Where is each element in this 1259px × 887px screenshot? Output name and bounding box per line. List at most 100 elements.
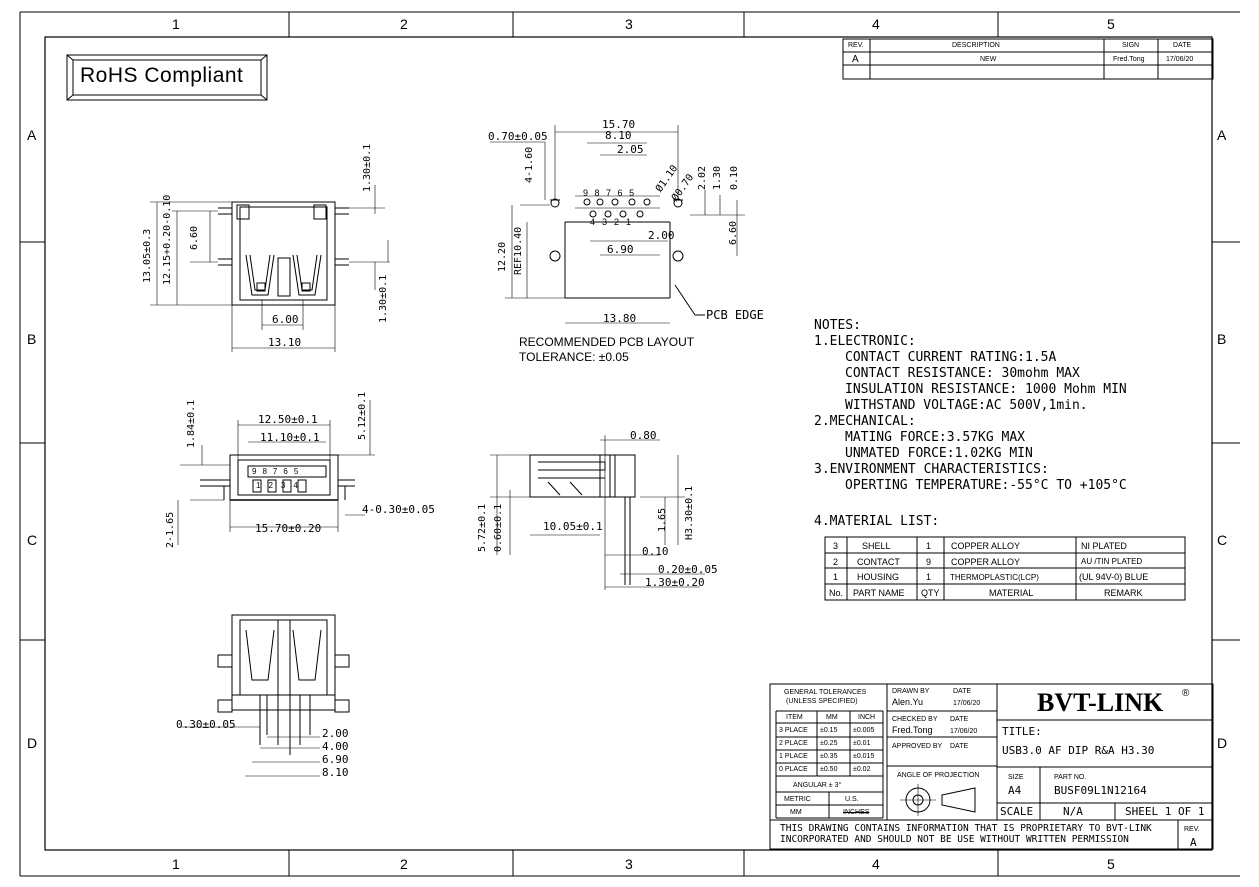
tol-cell: ±0.25	[820, 740, 838, 747]
dim-label: 0.10	[642, 545, 669, 558]
dim-label: 6.90	[322, 753, 349, 766]
scale-value: N/A	[1063, 805, 1083, 818]
dim-label: 12.20	[497, 241, 508, 272]
notes-heading: 2.MECHANICAL:	[814, 414, 916, 429]
rev-value: A	[1190, 836, 1197, 849]
drawn-by-label: DRAWN BY	[892, 688, 930, 695]
dim-label: 13.80	[603, 312, 637, 325]
side-view-drawing	[490, 435, 705, 590]
rev-label: REV.	[1184, 826, 1200, 833]
pin-number: 9	[583, 188, 595, 198]
approved-date-label: DATE	[950, 743, 969, 750]
dim-label: 10.05±0.1	[543, 520, 603, 533]
rev-header-description: DESCRIPTION	[952, 42, 1000, 49]
pin-number: 5	[293, 467, 305, 476]
zone-column-1: 1	[172, 16, 180, 32]
pcb-layout-drawing	[490, 125, 745, 324]
pin-number: 7	[606, 188, 618, 198]
zone-row-a: A	[27, 127, 37, 143]
dim-label: 2.00	[648, 229, 675, 242]
checked-date-label: DATE	[950, 716, 969, 723]
notes-line: OPERTING TEMPERATURE:-55°C TO +105°C	[845, 478, 1127, 493]
material-cell: COPPER ALLOY	[951, 541, 1021, 551]
pcb-pin-numbers-lower: 4321	[590, 218, 638, 227]
top-view-drawing	[150, 185, 390, 352]
notes-heading: 3.ENVIRONMENT CHARACTERISTICS:	[814, 462, 1049, 477]
dim-label: 6.90	[607, 243, 634, 256]
tol-cell: ±0.50	[820, 766, 838, 773]
pin-number: 3	[602, 217, 615, 227]
rev-row-rev: A	[852, 54, 859, 65]
pin-number: 1	[626, 217, 639, 227]
part-no-value: BUSF09L1N12164	[1054, 784, 1147, 797]
tol-mm: MM	[790, 809, 802, 816]
dim-label: 13.10	[268, 336, 302, 349]
checked-date-value: 17/06/20	[950, 728, 978, 735]
material-list-title: 4.MATERIAL LIST:	[814, 514, 940, 529]
rev-header-date: DATE	[1173, 42, 1192, 49]
rev-row-description: NEW	[980, 56, 997, 63]
tol-us: U.S.	[845, 796, 859, 803]
zone-row-d-right: D	[1217, 735, 1228, 751]
tol-header: GENERAL TOLERANCES	[784, 689, 867, 696]
tol-metric: METRIC	[784, 796, 811, 803]
brand-logo: BVT-LINK	[1037, 688, 1164, 717]
rev-header-sign: SIGN	[1122, 42, 1140, 49]
drawn-date-label: DATE	[953, 688, 972, 695]
dim-label: 2.02	[697, 165, 708, 190]
title-block-grid	[769, 683, 1214, 850]
material-cell: 9	[926, 557, 932, 567]
material-cell: SHELL	[862, 541, 891, 551]
material-cell: COPPER ALLOY	[951, 557, 1021, 567]
material-header: QTY	[921, 588, 940, 598]
approved-by-label: APPROVED BY	[892, 743, 943, 750]
material-cell: NI PLATED	[1081, 541, 1127, 551]
dim-label: 15.70±0.20	[255, 522, 322, 535]
pin-number: 9	[252, 467, 263, 476]
zone-row-c-right: C	[1217, 532, 1228, 548]
pin-number: 1	[256, 481, 269, 490]
zone-row-c: C	[27, 532, 38, 548]
pin-number: 5	[629, 188, 641, 198]
material-cell: CONTACT	[857, 557, 900, 567]
zone-column-1-bottom: 1	[172, 856, 180, 872]
zone-row-a-right: A	[1217, 127, 1227, 143]
sheet-label: SHEEL 1 OF 1	[1125, 805, 1205, 818]
rev-header-rev: REV.	[848, 42, 864, 49]
dim-label: 12.50±0.1	[258, 413, 318, 426]
checked-by-label: CHECKED BY	[892, 716, 938, 723]
dim-label: 12.15+0.20-0.10	[162, 194, 173, 285]
rev-row-date: 17/06/20	[1166, 56, 1194, 63]
dim-label: 2.05	[617, 143, 644, 156]
material-cell: (UL 94V-0) BLUE	[1079, 572, 1149, 582]
zone-column-4: 4	[872, 16, 880, 32]
disclaimer-line-1: THIS DRAWING CONTAINS INFORMATION THAT I…	[780, 823, 1152, 834]
pin-number: 2	[268, 481, 281, 490]
dim-label: 5.12±0.1	[357, 391, 368, 440]
zone-column-2-bottom: 2	[400, 856, 408, 872]
pin-number: 4	[293, 481, 306, 490]
tol-cell: 2 PLACE	[779, 740, 808, 747]
drawn-date-value: 17/06/20	[953, 700, 981, 707]
dim-label: 0.20±0.05	[658, 563, 718, 576]
dim-label: 6.00	[272, 313, 299, 326]
tol-cell: 1 PLACE	[779, 753, 808, 760]
dim-label: 1.30±0.20	[645, 576, 705, 589]
zone-column-3-bottom: 3	[625, 856, 633, 872]
projection-label: ANGLE OF PROJECTION	[897, 772, 980, 779]
zone-row-b-right: B	[1217, 331, 1227, 347]
dim-label: 2.00	[322, 727, 349, 740]
dim-label: 1.30	[712, 165, 723, 190]
notes-line: CONTACT CURRENT RATING:1.5A	[845, 350, 1057, 365]
tol-col: INCH	[858, 714, 876, 721]
dim-label: 4-0.30±0.05	[362, 503, 435, 516]
drawn-by-value: Alen.Yu	[892, 697, 924, 707]
material-cell: 1	[926, 541, 932, 551]
tol-cell: ±0.015	[853, 753, 875, 760]
tol-inches: INCHES	[843, 809, 870, 816]
material-cell: 2	[833, 557, 839, 567]
notes-title: NOTES:	[814, 318, 861, 333]
dim-label: 1.65	[657, 507, 668, 532]
brand-registered-mark: ®	[1182, 688, 1190, 699]
material-cell: 1	[926, 572, 932, 582]
